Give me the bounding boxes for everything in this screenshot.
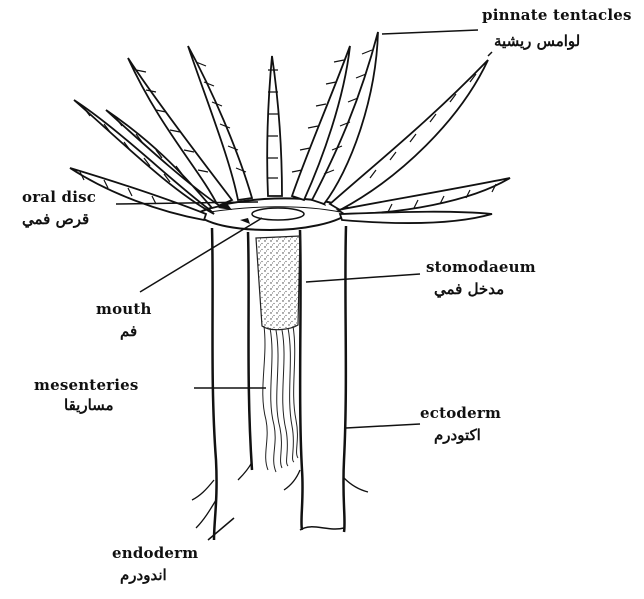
label-mouth: mouth (96, 300, 152, 318)
label-pinnate-tentacles: pinnate tentacles (482, 6, 632, 24)
label-ectoderm-ar: اكتودرم (434, 426, 481, 444)
label-pinnate-tentacles-ar: لوامس ريشية (494, 32, 580, 50)
stomodaeum-tube (256, 236, 300, 330)
label-mesenteries: mesenteries (34, 376, 139, 394)
label-ectoderm: ectoderm (420, 404, 501, 422)
label-endoderm: endoderm (112, 544, 198, 562)
label-oral-disc: oral disc (22, 188, 96, 206)
label-oral-disc-ar: قرص فمي (22, 210, 89, 228)
label-stomodaeum-ar: مدخل فمي (434, 280, 504, 298)
label-mesenteries-ar: مساريقا (64, 396, 114, 414)
label-mouth-ar: فم (120, 322, 137, 340)
mesenteries-lines (263, 326, 298, 472)
label-stomodaeum: stomodaeum (426, 258, 536, 276)
pinnate-tentacles (70, 32, 510, 223)
base-roots (192, 462, 368, 528)
label-endoderm-ar: اندودرم (120, 566, 167, 584)
